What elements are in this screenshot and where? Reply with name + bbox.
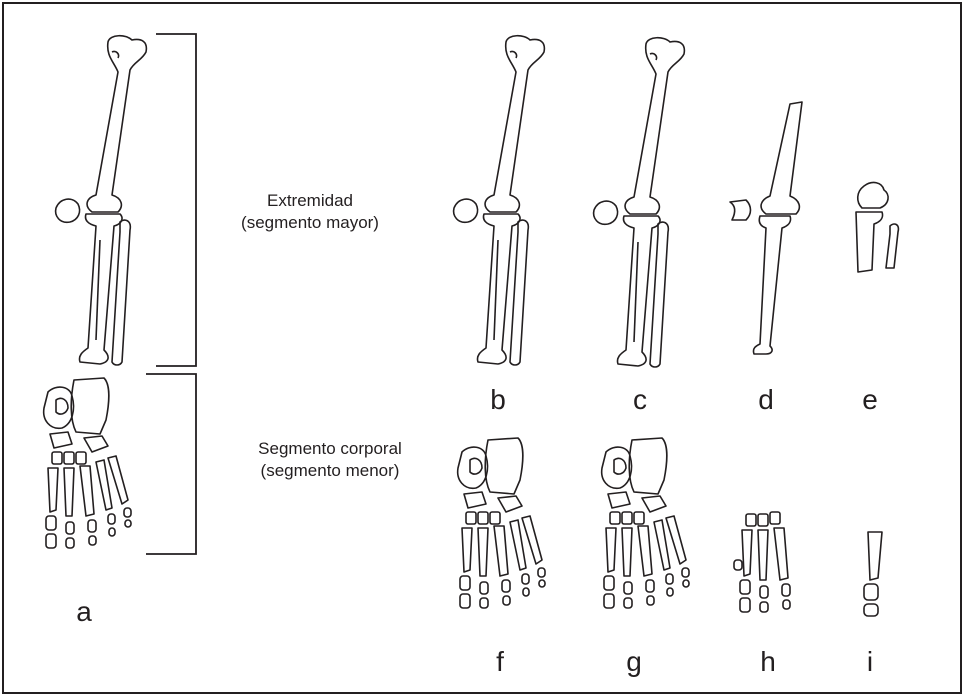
minor-segment-caption: Segmento corporal (segmento menor)	[220, 438, 440, 482]
leg-c	[594, 38, 685, 367]
label-g: g	[614, 648, 654, 676]
major-segment-caption: Extremidad (segmento mayor)	[200, 190, 420, 234]
leg-d	[730, 102, 802, 354]
minor-caption-line2: (segmento menor)	[220, 460, 440, 482]
leg-b	[454, 36, 545, 365]
label-b: b	[478, 386, 518, 414]
major-segment-bracket	[156, 34, 196, 366]
label-f: f	[480, 648, 520, 676]
major-caption-line2: (segmento mayor)	[200, 212, 420, 234]
foot-a	[44, 378, 131, 548]
label-e: e	[850, 386, 890, 414]
label-d: d	[746, 386, 786, 414]
label-i: i	[850, 648, 890, 676]
minor-caption-line1: Segmento corporal	[220, 438, 440, 460]
leg-a	[56, 36, 147, 365]
foot-g	[602, 438, 689, 608]
leg-e	[856, 183, 898, 272]
minor-segment-bracket	[146, 374, 196, 554]
label-c: c	[620, 386, 660, 414]
foot-f	[458, 438, 545, 608]
label-h: h	[748, 648, 788, 676]
major-caption-line1: Extremidad	[200, 190, 420, 212]
foot-h	[734, 512, 790, 612]
foot-i	[864, 532, 882, 616]
label-a: a	[64, 598, 104, 626]
